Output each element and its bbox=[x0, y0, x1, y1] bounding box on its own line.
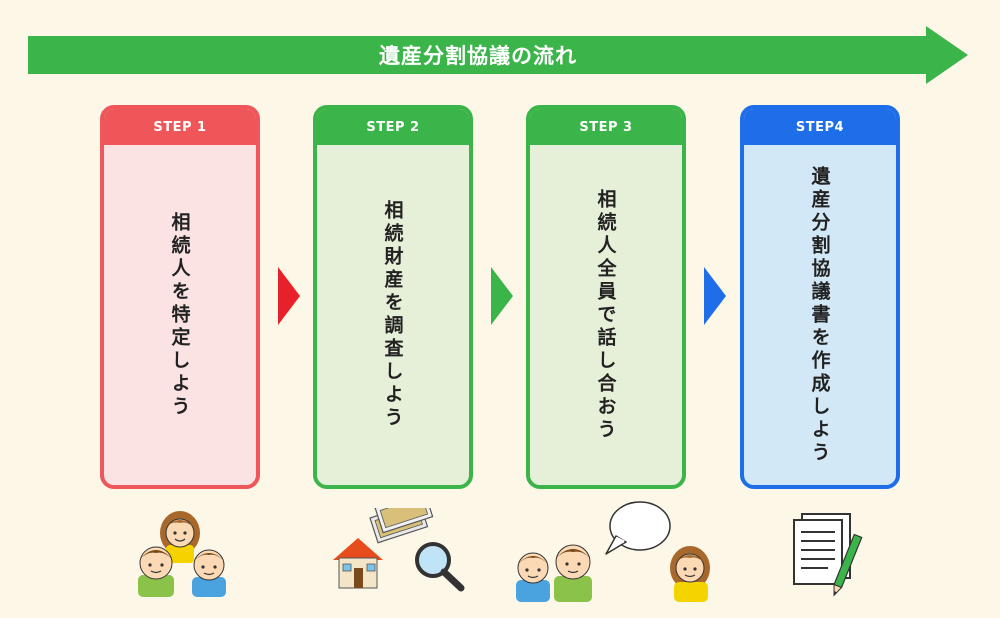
step-text-4: 遺産分割協議書を作成しよう bbox=[808, 165, 831, 465]
step-text-1: 相続人を特定しよう bbox=[168, 211, 191, 419]
banner-title: 遺産分割協議の流れ bbox=[379, 44, 577, 68]
banner-arrow-shape bbox=[28, 26, 968, 84]
step-label-2: STEP 2 bbox=[317, 109, 469, 145]
document-pen-icon bbox=[793, 513, 863, 597]
step-body-2: 相続財産を調査しよう bbox=[317, 145, 469, 485]
step-text-3: 相続人全員で話し合おう bbox=[594, 188, 617, 442]
chevron-right-icon-green bbox=[491, 267, 513, 325]
flow-banner: 遺産分割協議の流れ bbox=[28, 26, 968, 84]
step-body-3: 相続人全員で話し合おう bbox=[530, 145, 682, 485]
step-body-4: 遺産分割協議書を作成しよう bbox=[744, 145, 896, 485]
discussion-people-icon bbox=[516, 501, 710, 602]
step-label-4: STEP4 bbox=[744, 109, 896, 145]
step-card-3: STEP 3 相続人全員で話し合おう bbox=[526, 105, 686, 489]
step-card-1: STEP 1 相続人を特定しよう bbox=[100, 105, 260, 489]
step-label-3: STEP 3 bbox=[530, 109, 682, 145]
house-money-search-icon bbox=[333, 508, 465, 592]
step-card-2: STEP 2 相続財産を調査しよう bbox=[313, 105, 473, 489]
chevron-right-icon-red bbox=[278, 267, 300, 325]
step-card-4: STEP4 遺産分割協議書を作成しよう bbox=[740, 105, 900, 489]
step-body-1: 相続人を特定しよう bbox=[104, 145, 256, 485]
chevron-right-icon-blue bbox=[704, 267, 726, 325]
step-text-2: 相続財産を調査しよう bbox=[381, 200, 404, 430]
family-people-icon bbox=[138, 511, 226, 597]
step-label-1: STEP 1 bbox=[104, 109, 256, 145]
